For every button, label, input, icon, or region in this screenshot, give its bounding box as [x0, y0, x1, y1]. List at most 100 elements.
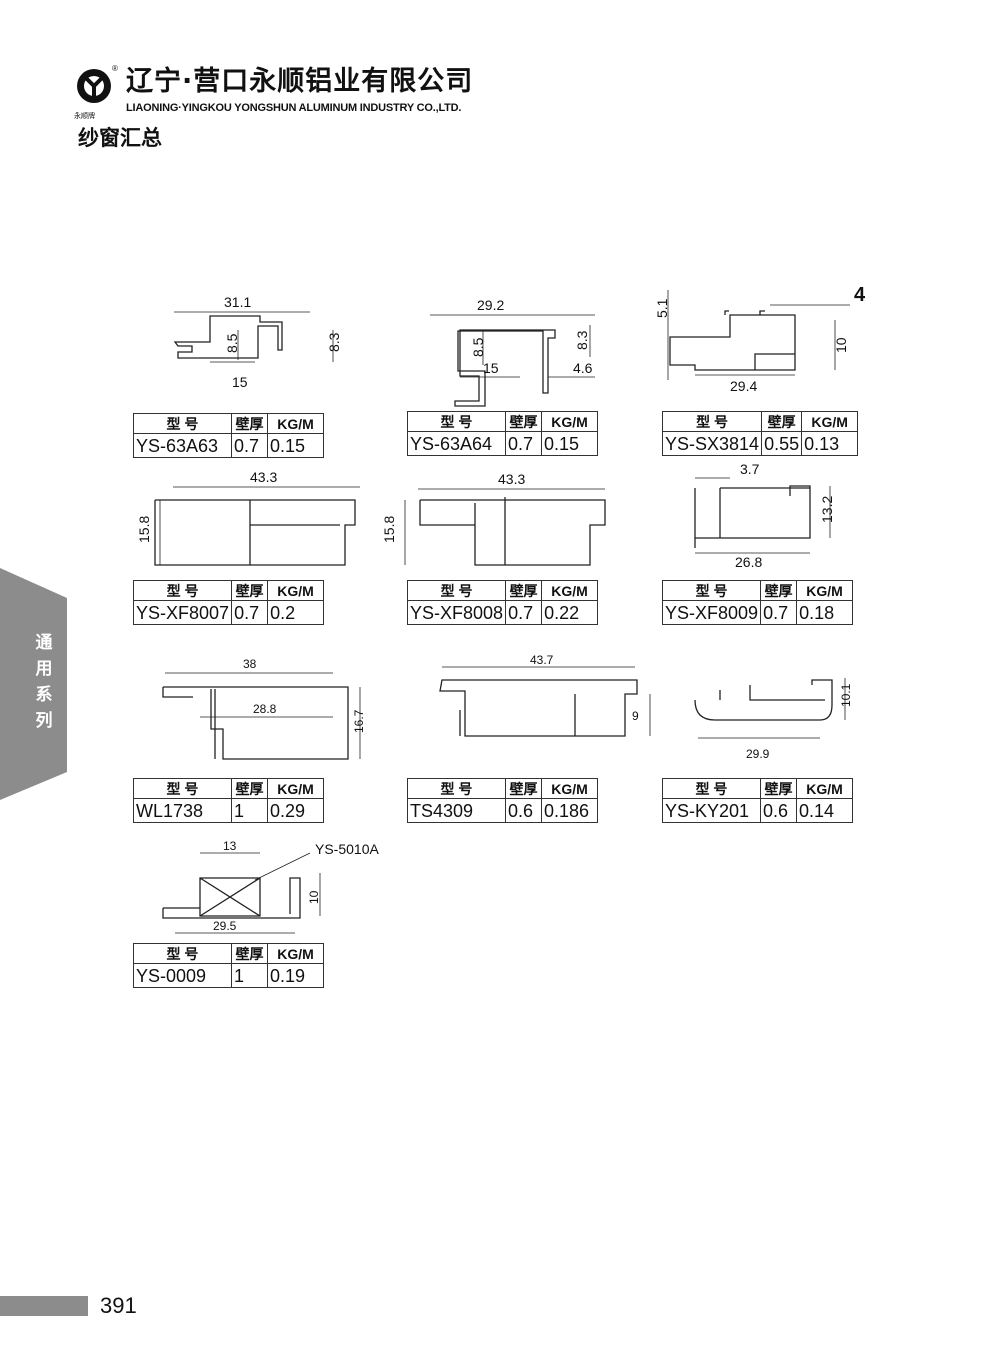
side-tab-label: 通用系列	[35, 633, 53, 731]
dimension-label: 8.3	[326, 332, 342, 352]
model-value: YS-0009	[133, 963, 232, 988]
dimension-label: 4	[854, 284, 866, 306]
header-weight: KG/M	[267, 580, 325, 601]
callout-label: YS-5010A	[315, 841, 379, 857]
model-value: WL1738	[133, 798, 232, 823]
header-thickness: 壁厚	[231, 580, 269, 601]
header-model: 型 号	[133, 413, 232, 434]
header-weight: KG/M	[267, 778, 324, 799]
dimension-label: 43.7	[530, 653, 554, 667]
profile-drawing-ys-xf8007: 43.315.8	[136, 469, 360, 566]
dimension-label: 10	[307, 890, 321, 904]
model-value: YS-63A64	[407, 431, 506, 456]
dimension-label: 43.3	[498, 471, 525, 487]
header-thickness: 壁厚	[231, 413, 268, 434]
dimension-label: 31.1	[224, 294, 251, 310]
header-thickness: 壁厚	[760, 778, 797, 799]
dimension-label: 29.9	[746, 747, 770, 761]
thickness-value: 0.7	[505, 431, 542, 456]
thickness-value: 0.7	[231, 600, 269, 625]
header-model: 型 号	[407, 778, 506, 799]
dimension-label: 16.7	[352, 709, 366, 733]
header-thickness: 壁厚	[760, 580, 798, 601]
dimension-label: 8.3	[574, 330, 590, 350]
header-weight: KG/M	[541, 580, 599, 601]
header-weight: KG/M	[796, 778, 853, 799]
dimension-label: 15	[483, 360, 499, 376]
profile-drawing-ys-63a64: 29.2 8.5 8.3 15 4.6	[430, 297, 595, 407]
header-model: 型 号	[661, 580, 762, 601]
profile-drawing-ts4309: 43.79	[439, 653, 651, 737]
profile-drawing-ys-xf8008: 43.3 15.8	[381, 471, 606, 566]
header-model: 型 号	[662, 778, 761, 799]
weight-value: 0.29	[267, 798, 324, 823]
weight-value: 0.2	[267, 600, 325, 625]
header-thickness: 壁厚	[505, 411, 542, 432]
profile-drawing-ys-63a63: 31.1 8.5 8.3 15	[173, 294, 342, 390]
header-thickness: 壁厚	[231, 778, 268, 799]
dimension-label: 29.2	[477, 297, 504, 313]
header-model: 型 号	[661, 411, 763, 432]
brand-name: 永顺牌	[74, 113, 95, 120]
dimension-label: 15.8	[136, 516, 152, 543]
header-model: 型 号	[407, 411, 506, 432]
dimension-label: 10	[833, 337, 849, 353]
thickness-value: 0.7	[231, 433, 268, 458]
dimension-label: 3.7	[740, 461, 760, 477]
page-number: 391	[100, 1293, 137, 1318]
registered-mark: ®	[112, 64, 118, 73]
page-bar	[0, 1296, 88, 1316]
header-model: 型 号	[132, 580, 233, 601]
weight-value: 0.15	[541, 431, 598, 456]
dimension-label: 10.1	[839, 683, 853, 707]
thickness-value: 0.6	[505, 798, 542, 823]
side-tab	[0, 568, 67, 800]
model-value: YS-KY201	[662, 798, 761, 823]
weight-value: 0.18	[796, 600, 854, 625]
dimension-label: 28.8	[253, 702, 277, 716]
header-model: 型 号	[133, 778, 232, 799]
dimension-label: 8.5	[224, 333, 240, 353]
header-thickness: 壁厚	[505, 778, 542, 799]
header-thickness: 壁厚	[761, 411, 803, 432]
dimension-label: 9	[632, 709, 639, 723]
weight-value: 0.13	[801, 431, 859, 456]
header-weight: KG/M	[796, 580, 854, 601]
dimension-label: 38	[243, 657, 257, 671]
dimension-label: 15	[232, 374, 248, 390]
thickness-value: 0.7	[760, 600, 798, 625]
header-model: 型 号	[133, 943, 232, 964]
model-value: YS-XF8007	[132, 600, 233, 625]
dimension-label: 13.2	[819, 496, 835, 523]
dimension-label: 5.1	[654, 298, 670, 318]
dimension-label: 8.5	[470, 337, 486, 357]
thickness-value: 1	[231, 963, 268, 988]
dimension-label: 15.8	[381, 516, 397, 543]
model-value: YS-63A63	[133, 433, 232, 458]
thickness-value: 0.6	[760, 798, 797, 823]
model-value: YS-SX3814	[661, 431, 763, 456]
model-value: TS4309	[407, 798, 506, 823]
thickness-value: 0.7	[505, 600, 543, 625]
thickness-value: 1	[231, 798, 268, 823]
header-thickness: 壁厚	[231, 943, 268, 964]
dimension-label: 29.5	[213, 919, 237, 933]
company-logo	[77, 69, 111, 103]
company-name-cn: 辽宁·营口永顺铝业有限公司	[126, 66, 474, 97]
profile-drawing-ys-ky201: 29.9 10.1	[694, 678, 853, 761]
weight-value: 0.15	[267, 433, 324, 458]
model-value: YS-XF8008	[406, 600, 507, 625]
dimension-label: 4.6	[573, 360, 593, 376]
weight-value: 0.186	[541, 798, 598, 823]
weight-value: 0.14	[796, 798, 853, 823]
weight-value: 0.22	[541, 600, 599, 625]
